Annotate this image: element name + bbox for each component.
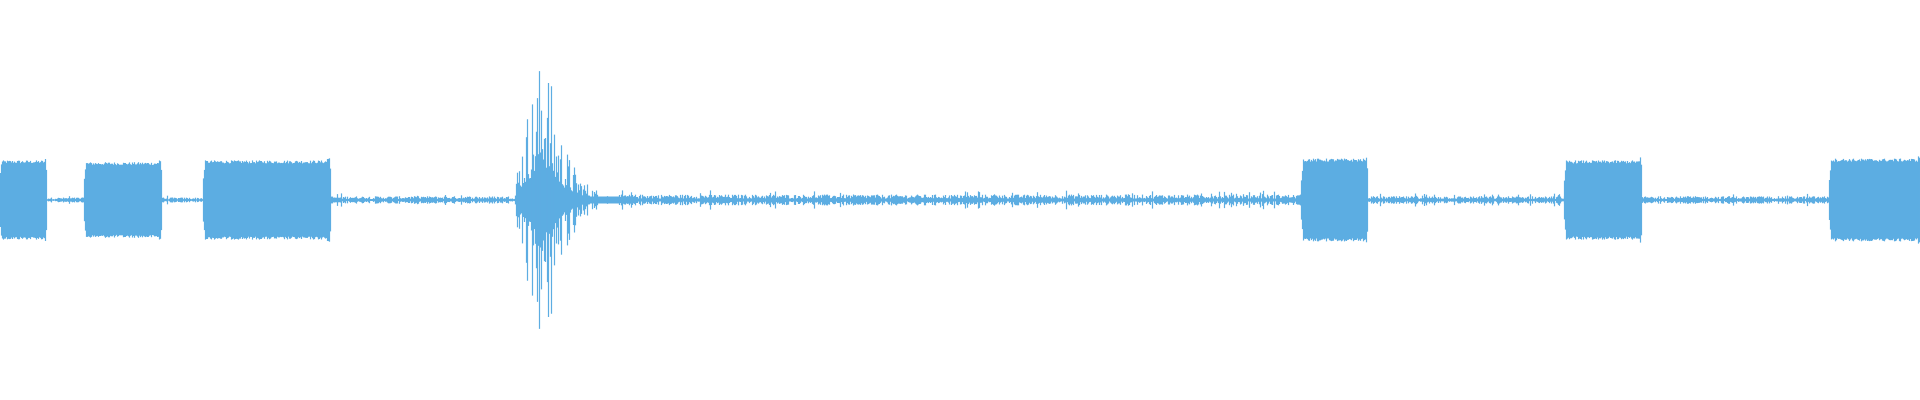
waveform-segment-noise [45,196,86,204]
waveform-segment-burst [514,71,620,329]
waveform-segment-tone [0,159,48,241]
waveform-segment-tone [1563,157,1643,243]
waveform-segment-noise [160,195,205,205]
waveform-bars [0,71,1920,329]
waveform-segment-noise [1366,193,1566,207]
waveform-segment-noise [329,193,516,207]
waveform-segment-tone [1828,156,1920,244]
waveform-segment-noise [617,190,1303,210]
waveform-segment-tone [83,160,163,240]
waveform-segment-tone [202,158,332,242]
waveform-segment-tone [1300,157,1369,243]
waveform-segment-noise [1640,193,1831,207]
